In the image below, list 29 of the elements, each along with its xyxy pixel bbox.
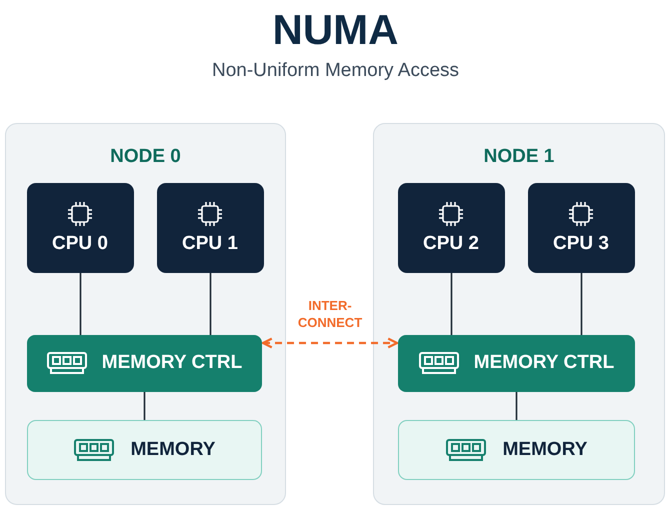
cpu-box — [398, 182, 504, 272]
memory-box — [398, 420, 634, 480]
memory-controller-box — [26, 334, 262, 392]
cpu-label: CPU 1 — [182, 232, 238, 254]
node-panel — [5, 123, 286, 505]
subtitle: Non-Uniform Memory Access — [210, 60, 460, 82]
memory-box — [26, 420, 262, 480]
connector-line — [210, 273, 212, 335]
connector-line — [450, 273, 452, 335]
node-heading: NODE 1 — [482, 146, 556, 168]
memory-controller-label: MEMORY CTRL — [102, 352, 242, 374]
cpu-box — [26, 182, 134, 272]
cpu-label: CPU 3 — [553, 232, 609, 254]
memory-label: MEMORY — [130, 438, 216, 460]
cpu-box — [528, 182, 634, 272]
diagram-title: NUMA — [272, 6, 400, 54]
connector-line — [516, 392, 518, 420]
memory-controller-label: MEMORY CTRL — [474, 352, 614, 374]
connector-line — [80, 273, 82, 335]
memory-controller-box — [398, 334, 634, 392]
node-heading: NODE 0 — [109, 146, 182, 168]
node-panel — [373, 123, 665, 505]
cpu-box — [156, 182, 264, 272]
arrow — [262, 338, 398, 348]
cpu-label: CPU 2 — [423, 232, 479, 254]
memory-label: MEMORY — [502, 438, 588, 460]
connector-line — [144, 392, 146, 420]
cpu-label: CPU 0 — [52, 232, 108, 254]
connector-line — [580, 273, 582, 335]
